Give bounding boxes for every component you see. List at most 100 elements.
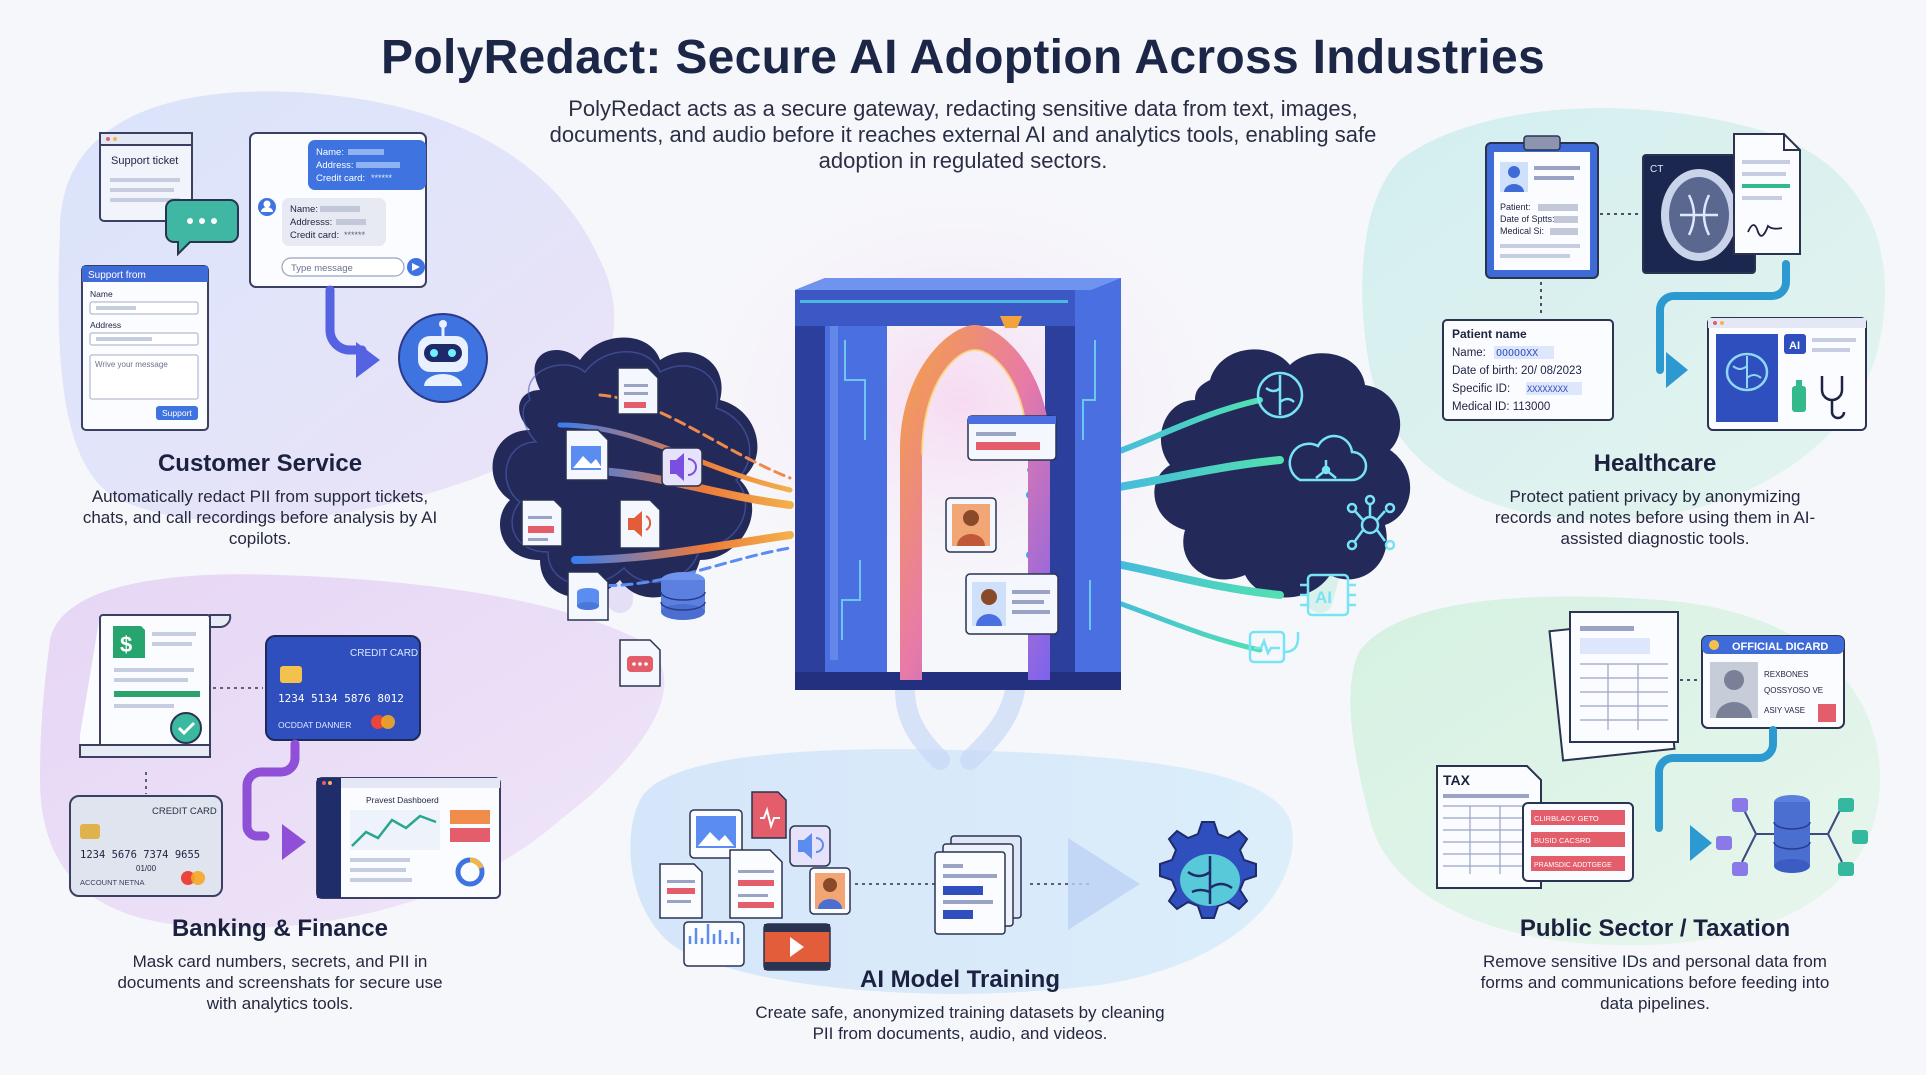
public-sector-connectors [1638,679,1777,861]
svg-text:OCDDAT DANNER: OCDDAT DANNER [278,720,351,730]
banking-text: Banking & Finance Mask card numbers, sec… [117,915,443,1013]
output-ai-icons: AI [1248,371,1396,664]
svg-text:ACCOUNT NETNA: ACCOUNT NETNA [80,878,144,887]
audio-file-icon [661,447,703,487]
healthcare-connectors [1540,213,1790,388]
chat-bubble-icon [165,199,239,257]
prevest-dashboard: Pravest Dashboerd [316,777,501,899]
public-sector-illustration: OFFICIAL DICARD REXBONES QOSSYOSO VE ASI… [1436,611,1868,889]
dataset-stack [934,835,1022,935]
ai-training-text: AI Model Training Create safe, anonymize… [755,966,1165,1043]
redacted-preview-cards [945,415,1059,635]
ai-chip-icon: AI [1300,573,1356,617]
gateway-glow [660,160,1260,640]
document-file-icon [617,367,659,415]
credit-card-bottom: CREDIT CARD 1234 5676 7374 9655 01/00 AC… [69,795,223,897]
svg-text:Name:: Name: [290,204,318,215]
healthcare-illustration: Patient: Date of Sptts: Medical Si: CT [1442,133,1867,431]
svg-text:Support: Support [162,408,192,418]
svg-text:TAX: TAX [1443,772,1471,788]
svg-text:Name:: Name: [1452,347,1486,359]
person-photo-card [945,497,997,553]
svg-text:Address:: Address: [316,160,354,171]
svg-text:AI: AI [1315,588,1332,607]
ai-training-illustration [659,791,1257,971]
redaction-flow-arrow [222,285,380,378]
forms-stack [1548,611,1679,762]
svg-text:1234 5676 7374 9655: 1234 5676 7374 9655 [80,849,200,861]
healthcare-text: Healthcare Protect patient privacy by an… [1494,450,1816,548]
cloud-network-icon [1288,434,1368,482]
gateway-arch [900,316,1050,680]
image-file-icon [565,429,609,481]
svg-text:CLIRBLACY GETO: CLIRBLACY GETO [1534,814,1599,823]
customer-service-heading: Customer Service [157,450,363,477]
page-subtitle: PolyRedact acts as a secure gateway, red… [549,96,1377,173]
support-form: Support from Name Address Wrive your mes… [81,265,209,431]
svg-text:01/00: 01/00 [136,864,157,873]
ai-brain-gear-icon [1159,821,1257,919]
training-media-files [659,791,851,971]
robot-assistant-icon [398,313,488,403]
svg-text:QOSSYOSO VE: QOSSYOSO VE [1764,686,1823,695]
redacted-tags-card: CLIRBLACY GETO BUSID CACSRD PRAMSDIC ADD… [1522,802,1634,882]
patient-record-card: Patient name Name: OOOOOXX Date of birth… [1442,319,1614,421]
data-pipeline-icon [1716,795,1868,876]
svg-text:Type message: Type message [291,263,353,274]
svg-text:OOOOOXX: OOOOOXX [1496,348,1538,359]
svg-text:Credit card:: Credit card: [316,173,365,184]
svg-text:XXXXXXXX: XXXXXXXX [1527,385,1569,395]
document-redacted-icon [521,499,563,547]
svg-text:******: ****** [371,173,393,183]
brain-icon [1256,371,1304,419]
svg-text:Name:: Name: [316,147,344,158]
healthcare-heading: Healthcare [1593,450,1717,477]
svg-text:Patient:: Patient: [1500,202,1531,212]
svg-text:ASIY VASE: ASIY VASE [1764,706,1805,715]
dollar-icon: $ [120,632,132,657]
healthcare-description: Protect patient privacy by anonymizing r… [1494,487,1816,548]
svg-text:Patient name: Patient name [1452,327,1527,341]
input-file-icons [521,367,706,687]
svg-text:OFFICIAL DICARD: OFFICIAL DICARD [1732,641,1828,653]
audio-file-icon-2 [619,499,661,549]
svg-text:CREDIT CARD: CREDIT CARD [350,648,418,659]
ct-scan-image: CT [1642,154,1756,274]
database-file-icon [567,571,609,621]
svg-text:Date of birth: 20/ 08/2023: Date of birth: 20/ 08/2023 [1452,365,1582,377]
page-title: PolyRedact: Secure AI Adoption Across In… [381,31,1545,84]
svg-text:CREDIT CARD: CREDIT CARD [152,806,217,817]
svg-text:Medical ID: 113000: Medical ID: 113000 [1452,401,1550,413]
svg-text:1234 5134 5876 8012: 1234 5134 5876 8012 [278,692,404,705]
customer-service-text: Customer Service Automatically redact PI… [82,450,438,548]
svg-text:Medical Si:: Medical Si: [1500,226,1544,236]
id-photo-card [965,573,1059,635]
tax-form: TAX [1436,765,1542,889]
public-sector-description: Remove sensitive IDs and personal data f… [1480,952,1830,1013]
neural-network-icon [1346,494,1396,551]
chat-file-icon [619,639,661,687]
credit-card-top: CREDIT CARD 1234 5134 5876 8012 OCDDAT D… [265,635,421,741]
patient-clipboard: Patient: Date of Sptts: Medical Si: [1485,135,1599,279]
svg-text:BUSID CACSRD: BUSID CACSRD [1534,836,1591,845]
svg-text:Wrive your message: Wrive your message [95,360,168,369]
svg-text:CT: CT [1650,164,1663,175]
banking-description: Mask card numbers, secrets, and PII in d… [117,952,443,1013]
banking-flow-arrows [145,687,306,860]
svg-text:Name: Name [90,289,113,299]
ai-training-description: Create safe, anonymized training dataset… [755,1003,1165,1043]
training-flow [855,838,1140,930]
svg-text:PRAMSDIC ADDTGEGE: PRAMSDIC ADDTGEGE [1534,862,1612,869]
customer-service-description: Automatically redact PII from support ti… [82,487,438,548]
svg-text:REXBONES: REXBONES [1764,670,1808,679]
support-ticket-card: Support ticket [99,132,193,222]
svg-text:Specific ID:: Specific ID: [1452,383,1510,395]
customer-service-illustration: Support ticket Name: Address: Credit car… [81,132,488,431]
svg-text:******: ****** [344,230,366,240]
official-id-card: OFFICIAL DICARD REXBONES QOSSYOSO VE ASI… [1701,635,1845,729]
banking-illustration: $ CREDIT CARD 1234 5134 5876 8012 OCDDAT… [69,614,501,899]
central-gateway: AI [492,278,1411,690]
redacted-document-card [967,415,1057,461]
chat-window: Name: Address: Credit card: ****** Name:… [249,132,427,288]
svg-text:Date of Sptts:: Date of Sptts: [1500,214,1555,224]
